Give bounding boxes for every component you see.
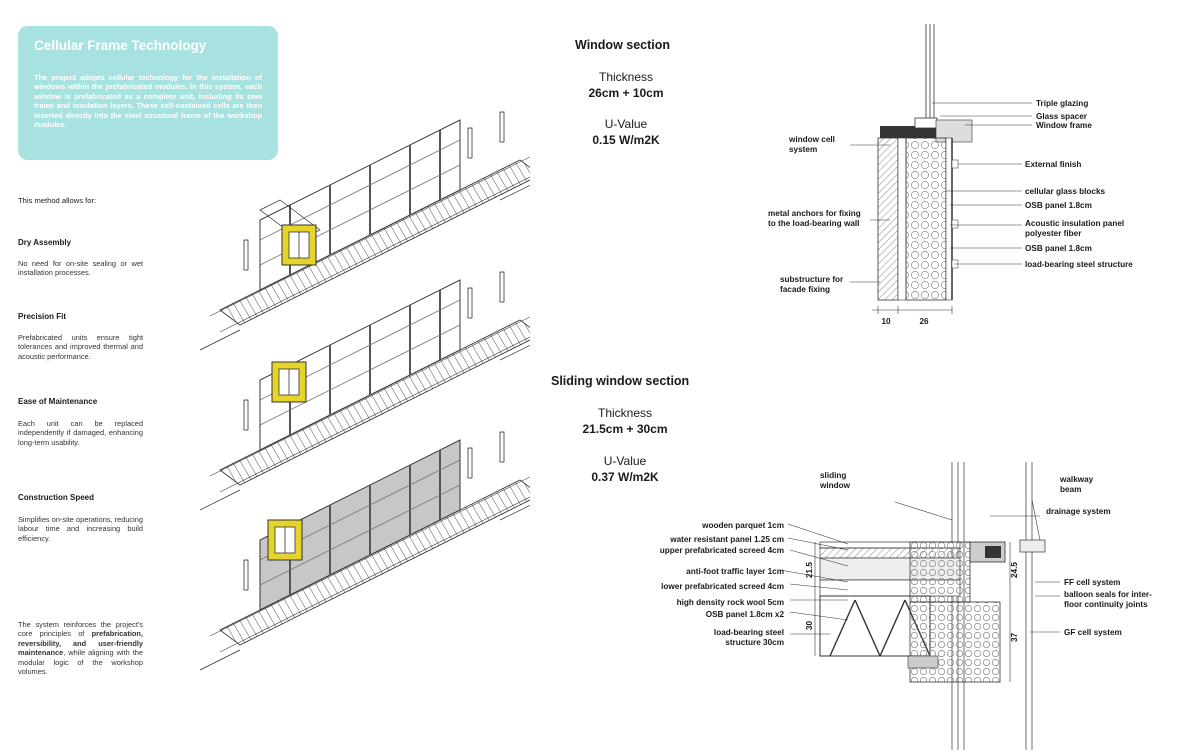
label-drainage-system: drainage system bbox=[1046, 507, 1111, 516]
closing-text-pre: The system reinforces the project's core… bbox=[18, 620, 143, 639]
label-metal-anchors-1: metal anchors for fixing bbox=[768, 209, 861, 218]
benefit-title-ease-of-maintenance: Ease of Maintenance bbox=[18, 397, 98, 406]
label-metal-anchors-2: to the load-bearing wall bbox=[768, 219, 859, 228]
label-acoustic-insulation-1: Acoustic insulation panel bbox=[1025, 219, 1124, 228]
window-uvalue-label: U-Value bbox=[604, 117, 648, 131]
dim-21-5: 21.5 bbox=[805, 562, 814, 578]
label-triple-glazing: Triple glazing bbox=[1036, 99, 1088, 108]
closing-text-post: , while aligning with the modular logic … bbox=[18, 648, 143, 677]
benefit-title-dry-assembly: Dry Assembly bbox=[18, 238, 72, 247]
window-thickness-value: 26cm + 10cm bbox=[588, 86, 664, 100]
method-intro: This method allows for: bbox=[18, 196, 97, 205]
dim-10: 10 bbox=[881, 317, 891, 326]
sliding-thickness-value: 21.5cm + 30cm bbox=[582, 422, 668, 436]
window-section-title: Window section bbox=[575, 38, 671, 52]
label-substructure-1: substructure for bbox=[780, 275, 844, 284]
label-walkway-beam-1: walkway bbox=[1059, 475, 1094, 484]
intro-card: Cellular Frame Technology The project ad… bbox=[18, 26, 278, 160]
label-osb-panel-bottom: OSB panel 1.8cm bbox=[1025, 244, 1092, 253]
sliding-section-title: Sliding window section bbox=[551, 374, 690, 388]
sliding-uvalue-label: U-Value bbox=[603, 454, 647, 468]
sliding-section-drawing: 21.5 30 24.5 37 sliding window walkway b… bbox=[660, 462, 1152, 750]
label-balloon-seals-1: balloon seals for inter- bbox=[1064, 590, 1152, 599]
axonometric-diagrams bbox=[199, 111, 530, 671]
label-gf-cell-system: GF cell system bbox=[1064, 628, 1122, 637]
label-walkway-beam-2: beam bbox=[1060, 485, 1081, 494]
label-window-cell-system-1: window cell bbox=[788, 135, 835, 144]
label-rock-wool: high density rock wool 5cm bbox=[677, 598, 784, 607]
closing-text-bold: prefabrication, reversibility, and user-… bbox=[18, 629, 143, 658]
label-sliding-window-2: window bbox=[819, 481, 851, 490]
label-window-frame: Window frame bbox=[1036, 121, 1092, 130]
label-steel-structure-2: structure 30cm bbox=[725, 638, 784, 647]
sliding-thickness-label: Thickness bbox=[597, 406, 653, 420]
label-wooden-parquet: wooden parquet 1cm bbox=[701, 521, 784, 530]
benefit-title-construction-speed: Construction Speed bbox=[18, 493, 95, 502]
label-osb-panel-top: OSB panel 1.8cm bbox=[1025, 201, 1092, 210]
dim-37: 37 bbox=[1010, 632, 1019, 642]
label-osb-panel-x2: OSB panel 1.8cm x2 bbox=[706, 610, 785, 619]
label-upper-screed: upper prefabricated screed 4cm bbox=[660, 546, 784, 555]
axonometric-module-3 bbox=[199, 431, 530, 671]
label-acoustic-insulation-2: polyester fiber bbox=[1025, 229, 1082, 238]
axonometric-module-1 bbox=[199, 111, 530, 351]
label-cellular-glass-blocks: cellular glass blocks bbox=[1025, 187, 1106, 196]
label-ff-cell-system: FF cell system bbox=[1064, 578, 1120, 587]
benefit-text-construction-speed: Simplifies on-site operations, reducing … bbox=[18, 515, 143, 543]
dim-30: 30 bbox=[805, 620, 814, 630]
label-substructure-2: facade fixing bbox=[780, 285, 830, 294]
label-balloon-seals-2: floor continuity joints bbox=[1064, 600, 1148, 609]
label-anti-foot-traffic: anti-foot traffic layer 1cm bbox=[686, 567, 784, 576]
dim-26: 26 bbox=[919, 317, 929, 326]
intro-title: Cellular Frame Technology bbox=[34, 38, 207, 53]
window-section-drawing: 10 26 Triple glazing Glass spacer Window… bbox=[768, 24, 1133, 326]
benefit-title-precision-fit: Precision Fit bbox=[18, 312, 67, 321]
benefit-text-dry-assembly: No need for on-site sealing or wet insta… bbox=[18, 259, 143, 278]
sliding-uvalue-value: 0.37 W/m2K bbox=[591, 470, 659, 484]
label-steel-structure-1: load-bearing steel bbox=[714, 628, 784, 637]
dim-24-5: 24.5 bbox=[1010, 562, 1019, 578]
label-load-bearing-steel: load-bearing steel structure bbox=[1025, 260, 1133, 269]
window-thickness-label: Thickness bbox=[598, 70, 654, 84]
label-external-finish: External finish bbox=[1025, 160, 1081, 169]
label-sliding-window-1: sliding bbox=[820, 471, 846, 480]
axonometric-module-2 bbox=[199, 271, 530, 511]
window-uvalue-value: 0.15 W/m2K bbox=[592, 133, 660, 147]
benefit-text-ease-of-maintenance: Each unit can be replaced independently … bbox=[18, 419, 143, 447]
benefit-text-precision-fit: Prefabricated units ensure tight toleran… bbox=[18, 333, 143, 361]
label-window-cell-system-2: system bbox=[789, 145, 817, 154]
intro-body: The project adopts cellular technology f… bbox=[34, 73, 262, 130]
label-glass-spacer: Glass spacer bbox=[1036, 112, 1088, 121]
label-lower-screed: lower prefabricated screed 4cm bbox=[661, 582, 784, 591]
closing-paragraph: The system reinforces the project's core… bbox=[18, 620, 143, 676]
label-water-resistant-panel: water resistant panel 1.25 cm bbox=[669, 535, 784, 544]
